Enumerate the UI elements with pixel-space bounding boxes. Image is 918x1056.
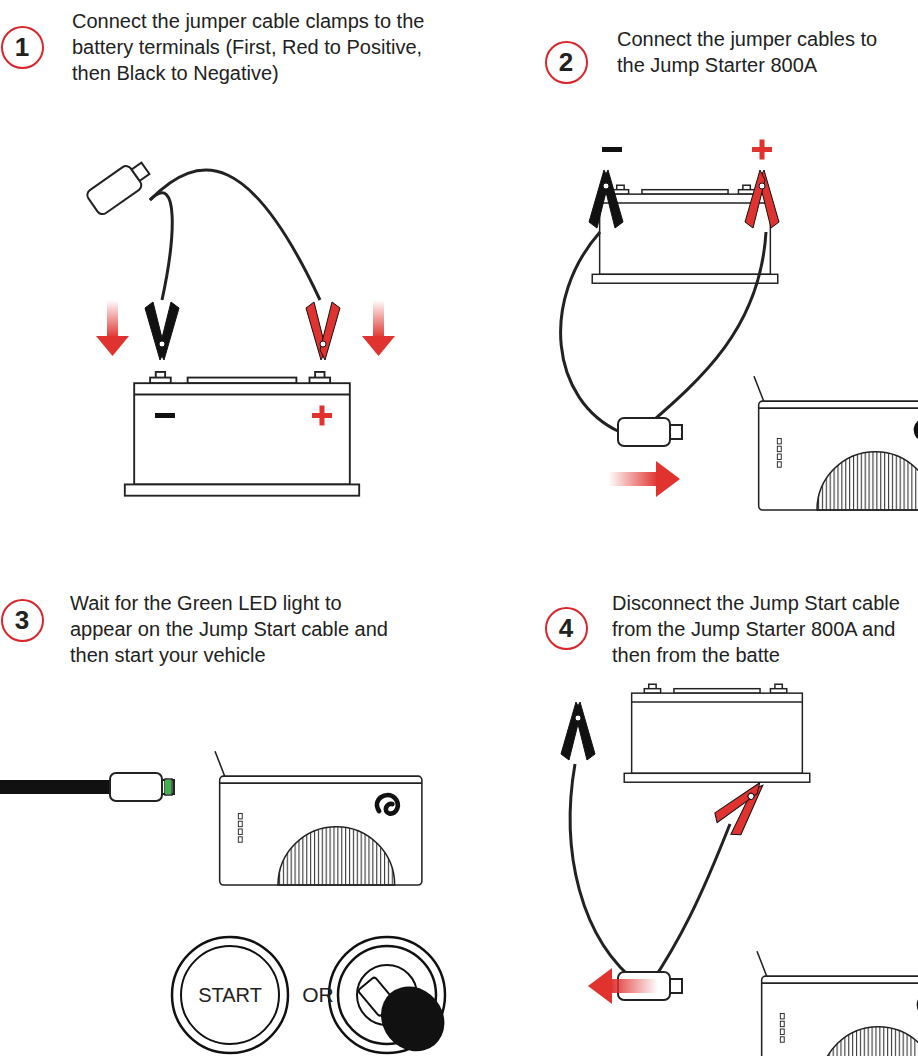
step-number: 2: [559, 47, 573, 78]
instruction-text: Connect the jumper cable clamps to the b…: [72, 8, 434, 86]
instruction-text: Disconnect the Jump Start cable from the…: [612, 590, 918, 668]
instruction-text: Connect the jumper cables to the Jump St…: [617, 26, 879, 78]
step3-drawing: [0, 751, 458, 1056]
step-circle: 2: [545, 41, 588, 84]
step-circle: 4: [545, 607, 588, 650]
or-word: OR: [302, 982, 334, 1008]
button-label: START: [198, 984, 262, 1007]
step4-drawing: [561, 684, 918, 1056]
step-circle: 3: [1, 599, 44, 642]
instruction-text: Wait for the Green LED light to appear o…: [70, 590, 400, 668]
step1-drawing: [85, 157, 395, 496]
start-button: START: [180, 945, 280, 1045]
step-circle: 1: [1, 26, 44, 69]
step-number: 4: [559, 613, 573, 644]
step-number: 3: [15, 605, 29, 636]
step2-drawing: [561, 140, 918, 511]
step-number: 1: [15, 32, 29, 63]
